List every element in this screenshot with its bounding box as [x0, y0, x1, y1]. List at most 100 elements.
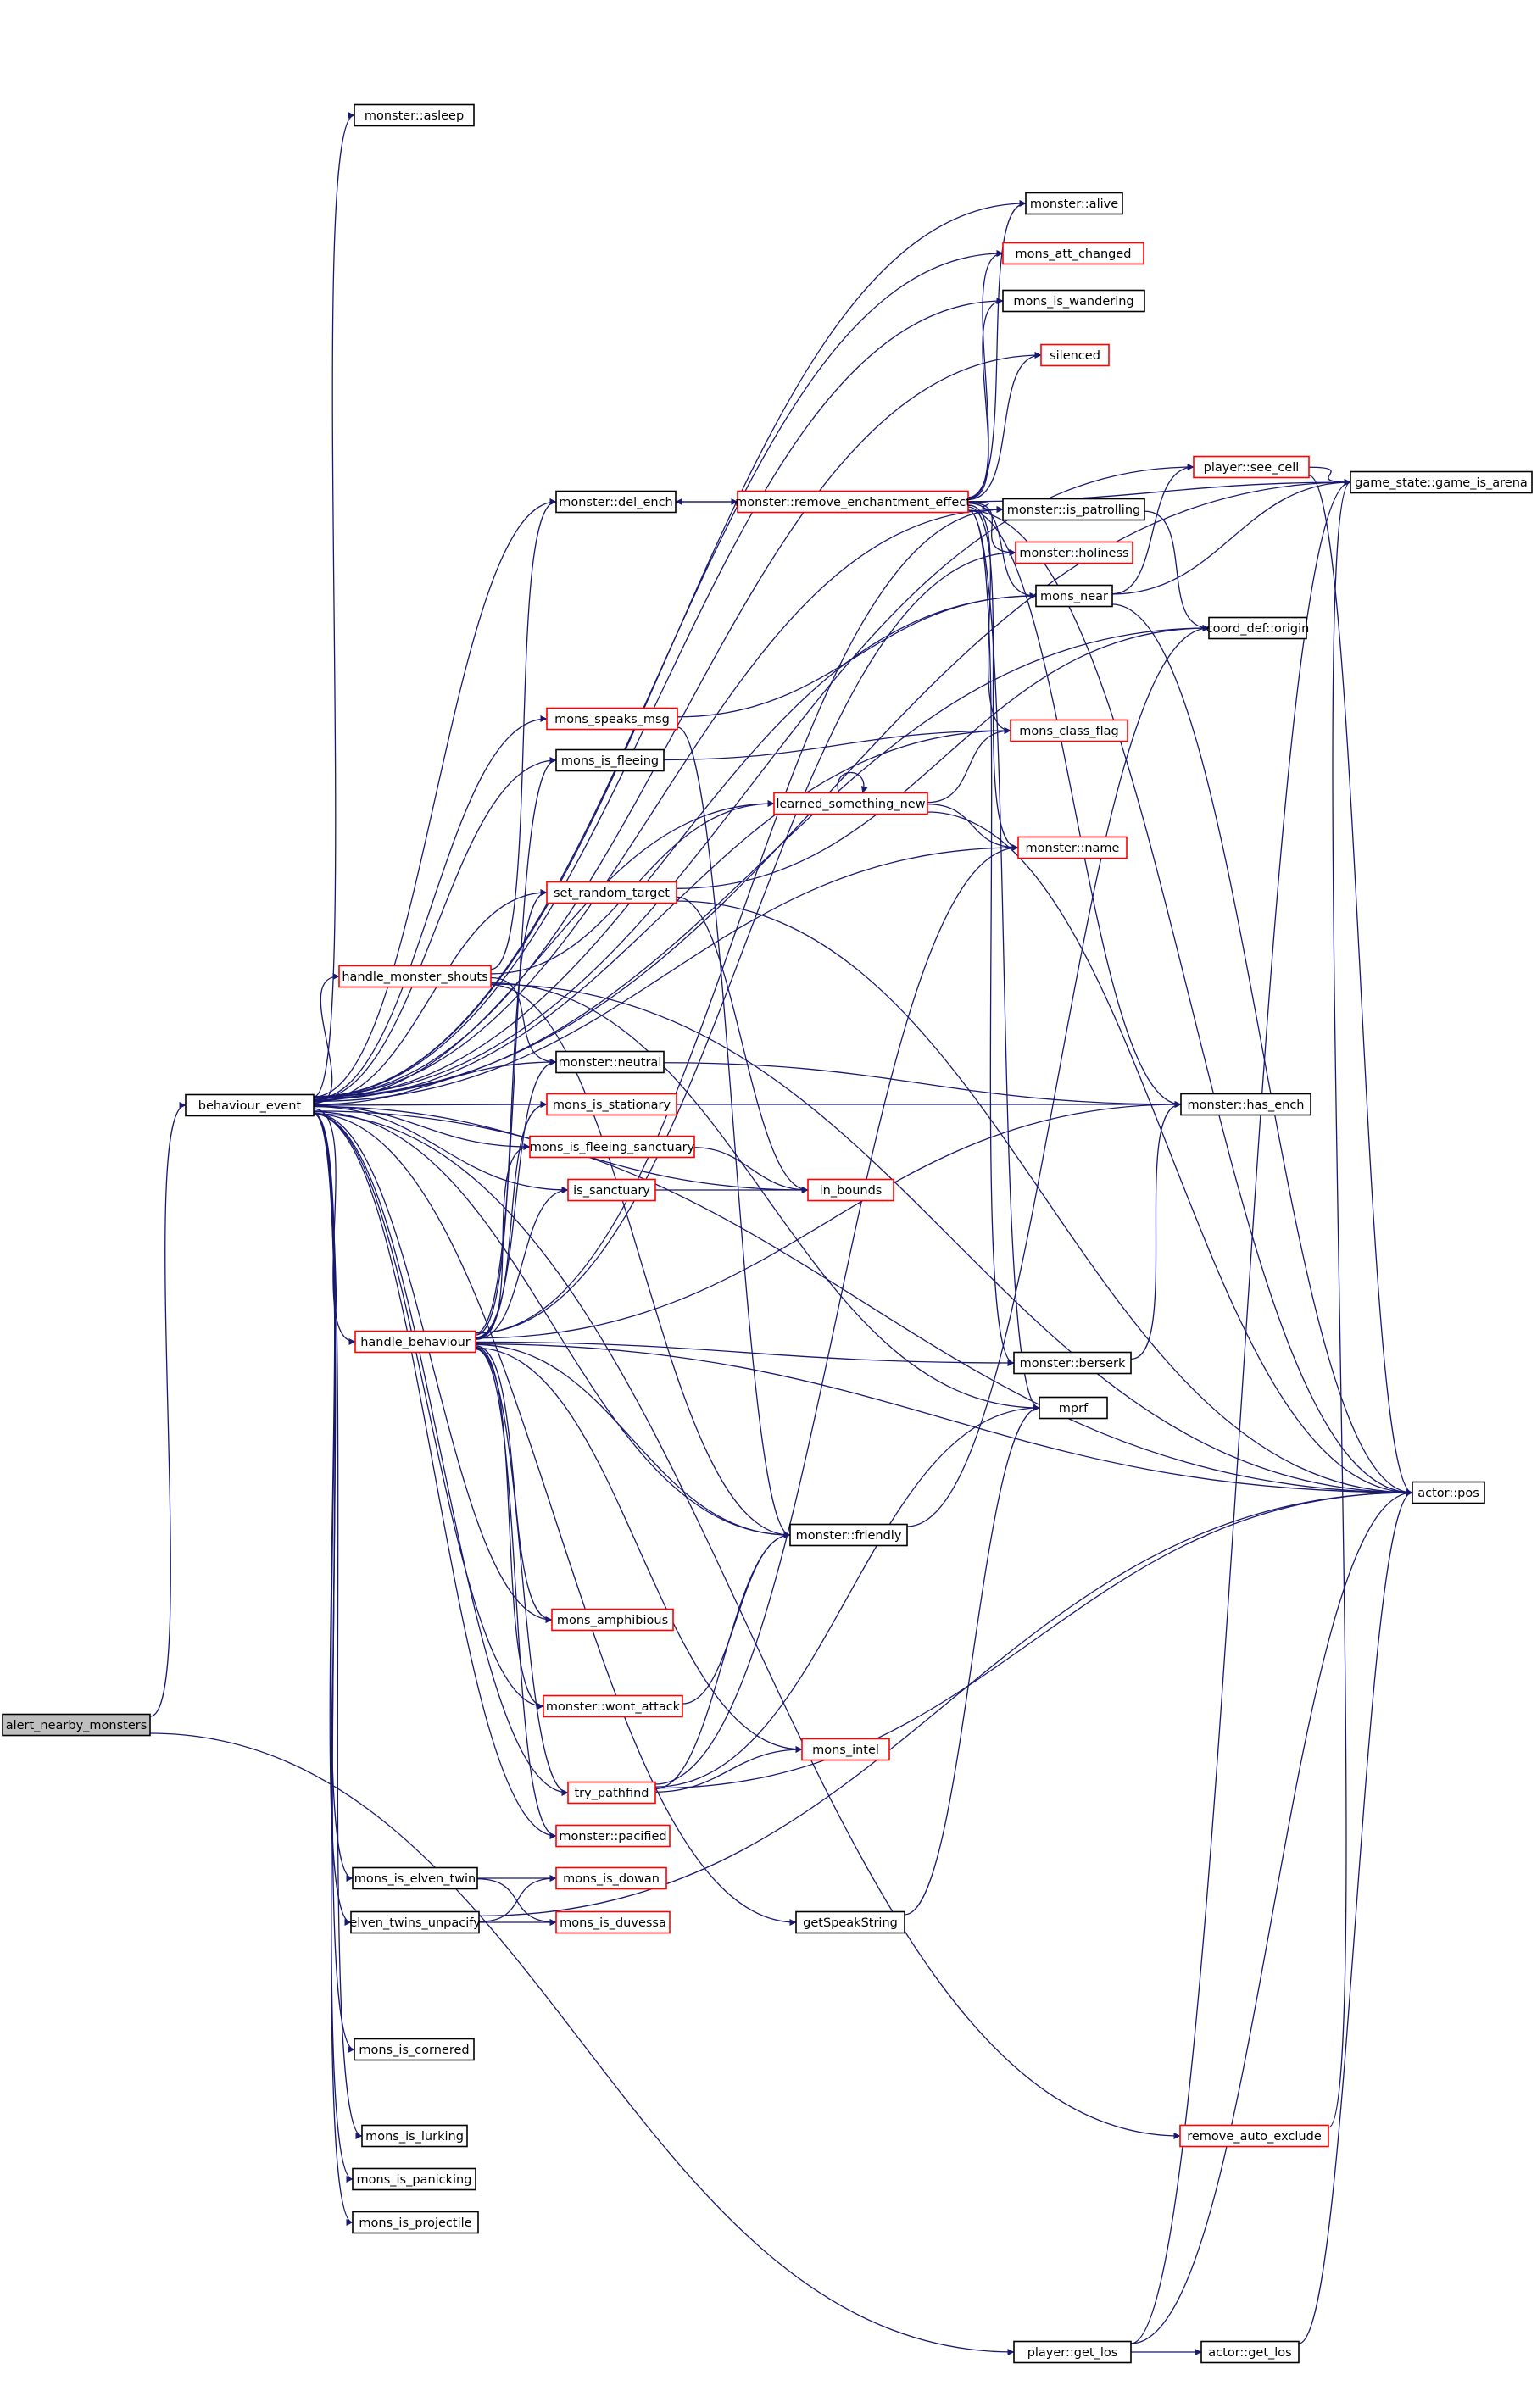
node-label: mons_is_fleeing_sanctuary: [530, 1141, 695, 1154]
node-box: [546, 881, 677, 904]
node-patrolling[interactable]: monster::is_patrolling: [1002, 498, 1145, 521]
node-lurking[interactable]: mons_is_lurking: [361, 2124, 468, 2148]
node-label: monster::has_ench: [1188, 1098, 1305, 1112]
edge-behaviour-to-origin: [313, 625, 1210, 1099]
node-neutral[interactable]: monster::neutral: [555, 1050, 665, 1074]
edge-behaviour-to-projectile: [313, 1113, 354, 2226]
node-unpacify[interactable]: elven_twins_unpacify: [349, 1910, 481, 1934]
node-box: [546, 707, 678, 731]
edge-handlebeh-to-wontattack: [475, 1346, 544, 1710]
node-randtarget[interactable]: set_random_target: [546, 881, 677, 904]
node-holiness[interactable]: monster::holiness: [1015, 541, 1133, 564]
node-removeench[interactable]: monster::remove_enchantment_effect: [735, 490, 971, 514]
node-fleeing[interactable]: mons_is_fleeing: [555, 748, 665, 772]
node-attchanged[interactable]: mons_att_changed: [1002, 242, 1144, 265]
edge-neutral-to-hasench: [663, 1062, 1182, 1108]
node-box: [555, 1910, 671, 1934]
node-actorlos[interactable]: actor::get_los: [1200, 2340, 1300, 2364]
node-berserk[interactable]: monster::berserk: [1013, 1351, 1132, 1375]
node-box: [773, 792, 928, 815]
node-mprf[interactable]: mprf: [1039, 1396, 1108, 1420]
node-alive[interactable]: monster::alive: [1025, 192, 1123, 215]
node-speakstring[interactable]: getSpeakString: [795, 1910, 905, 1934]
node-dowan[interactable]: mons_is_dowan: [555, 1866, 667, 1890]
node-box: [567, 1781, 656, 1805]
node-label: alert_nearby_monsters: [6, 1719, 148, 1732]
node-silenced[interactable]: silenced: [1040, 343, 1110, 367]
node-label: monster::alive: [1030, 197, 1118, 211]
node-box: [185, 1093, 315, 1117]
node-alert[interactable]: alert_nearby_monsters: [2, 1713, 151, 1737]
node-box: [354, 1330, 476, 1354]
node-elventwin[interactable]: mons_is_elven_twin: [352, 1866, 478, 1890]
node-friendly[interactable]: monster::friendly: [789, 1523, 908, 1547]
node-box: [352, 2211, 479, 2234]
edge-actorlos-to-actorpos: [1298, 1489, 1413, 2344]
node-label: monster::asleep: [365, 109, 464, 123]
edge-berserk-to-hasench: [1130, 1101, 1182, 1360]
node-handlebeh[interactable]: handle_behaviour: [354, 1330, 476, 1354]
edge-removeench-to-near: [967, 503, 1037, 599]
node-asleep[interactable]: monster::asleep: [354, 103, 475, 127]
edge-behaviour-to-autoexclude: [313, 1113, 1181, 2139]
node-behaviour[interactable]: behaviour_event: [185, 1093, 315, 1117]
node-gamearena[interactable]: game_state::game_is_arena: [1350, 470, 1533, 494]
node-box: [1002, 498, 1145, 521]
node-label: mons_is_lurking: [365, 2130, 464, 2144]
node-delench[interactable]: monster::del_ench: [555, 490, 677, 514]
node-cornered[interactable]: mons_is_cornered: [354, 2038, 475, 2061]
node-pacified[interactable]: monster::pacified: [555, 1824, 671, 1848]
node-shouts[interactable]: handle_monster_shouts: [338, 965, 492, 988]
node-label: silenced: [1050, 349, 1100, 363]
node-classflag[interactable]: mons_class_flag: [1010, 719, 1128, 742]
edge-behaviour-to-pathfind: [313, 1113, 569, 1796]
node-label: actor::get_los: [1208, 2346, 1291, 2360]
node-panicking[interactable]: mons_is_panicking: [352, 2167, 476, 2191]
node-box: [546, 1093, 677, 1116]
edge-handlebeh-to-neutral: [475, 1059, 557, 1338]
node-label: mons_is_duvessa: [560, 1916, 666, 1930]
node-box: [1350, 470, 1533, 494]
node-intel[interactable]: mons_intel: [801, 1738, 890, 1761]
node-hasench[interactable]: monster::has_ench: [1180, 1093, 1311, 1116]
edge-behaviour-to-classflag: [313, 727, 1011, 1101]
edge-behaviour-to-stationary: [313, 1101, 548, 1109]
node-origin[interactable]: coord_def::origin: [1206, 616, 1310, 640]
edge-behaviour-to-near: [313, 592, 1037, 1098]
node-actorpos[interactable]: actor::pos: [1412, 1481, 1485, 1504]
node-pathfind[interactable]: try_pathfind: [567, 1781, 656, 1805]
node-sanctuary[interactable]: is_sanctuary: [567, 1178, 656, 1202]
node-inbounds[interactable]: in_bounds: [807, 1178, 894, 1202]
node-seecell[interactable]: player::see_cell: [1193, 455, 1310, 479]
node-fleesanct[interactable]: mons_is_fleeing_sanctuary: [529, 1135, 695, 1159]
node-box: [1412, 1481, 1485, 1504]
edge-randtarget-to-inbounds: [676, 896, 809, 1193]
node-amphibious[interactable]: mons_amphibious: [551, 1608, 674, 1632]
node-near[interactable]: mons_near: [1035, 584, 1113, 608]
node-playerlos[interactable]: player::get_los: [1013, 2340, 1132, 2364]
node-label: mons_is_stationary: [553, 1098, 671, 1112]
node-box: [551, 1608, 674, 1632]
node-name[interactable]: monster::name: [1017, 836, 1128, 859]
node-box: [529, 1135, 695, 1159]
edge-learned-to-learned: [837, 772, 868, 793]
node-stationary[interactable]: mons_is_stationary: [546, 1093, 677, 1116]
edge-behaviour-to-neutral: [313, 1059, 557, 1105]
node-wandering[interactable]: mons_is_wandering: [1002, 289, 1145, 313]
node-box: [354, 103, 475, 127]
edge-handlebeh-to-patrolling: [475, 506, 1004, 1334]
node-label: player::get_los: [1027, 2346, 1118, 2360]
edge-handlebeh-to-intel: [475, 1347, 803, 1753]
node-label: monster::berserk: [1020, 1357, 1126, 1371]
edge-removeench-to-name: [967, 506, 1019, 851]
node-label: behaviour_event: [198, 1099, 302, 1113]
edge-pathfind-to-name: [654, 844, 1019, 1785]
node-projectile[interactable]: mons_is_projectile: [352, 2211, 479, 2234]
node-speaks[interactable]: mons_speaks_msg: [546, 707, 678, 731]
node-duvessa[interactable]: mons_is_duvessa: [555, 1910, 671, 1934]
node-learned[interactable]: learned_something_new: [773, 792, 928, 815]
node-autoexclude[interactable]: remove_auto_exclude: [1179, 2124, 1329, 2148]
node-wontattack[interactable]: monster::wont_attack: [543, 1694, 683, 1718]
node-label: learned_something_new: [776, 798, 925, 811]
edge-behaviour-to-speakstring: [313, 1113, 797, 1926]
